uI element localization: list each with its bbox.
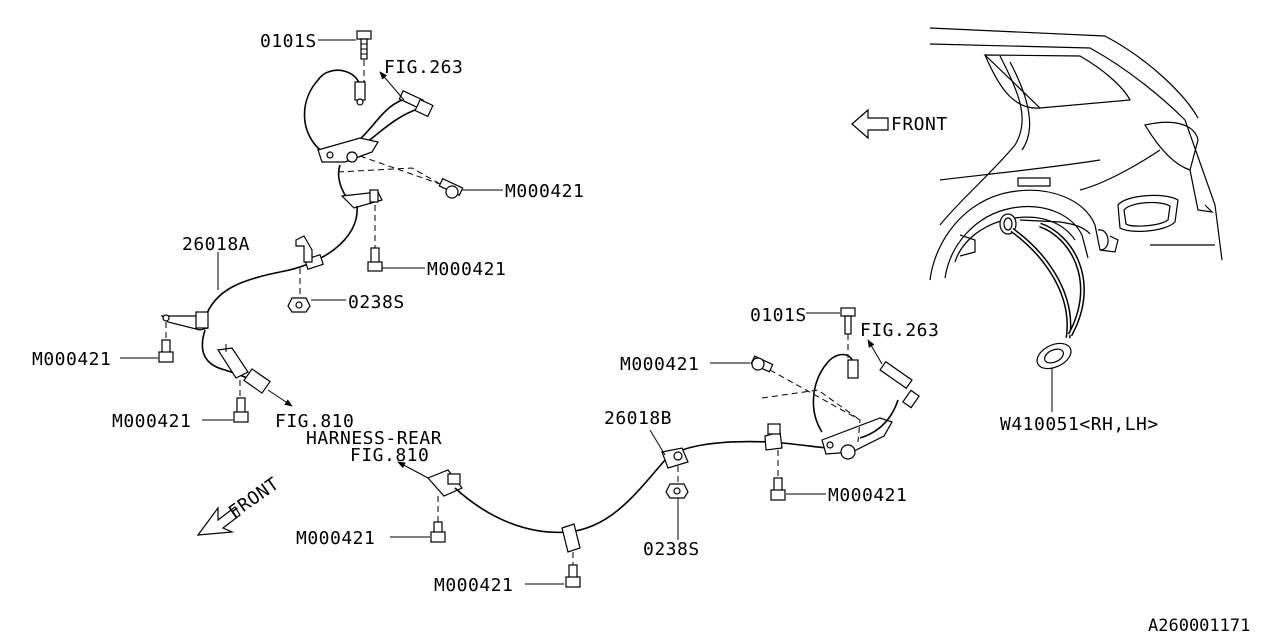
bolt-m000421-left-low-icon (233, 397, 249, 423)
label-26018b: 26018B (604, 408, 672, 429)
label-fig263-top: FIG.263 (384, 57, 463, 78)
label-fig263-right: FIG.263 (860, 320, 939, 341)
upper-sensor-assembly (120, 30, 503, 423)
bolt-m000421-right-bottom-icon (770, 477, 786, 501)
label-front-upper: FRONT (891, 114, 948, 135)
label-w410051: W410051<RH,LH> (1000, 414, 1159, 435)
diagram-id: A260001171 (1148, 616, 1250, 636)
label-m000421-right-bottom: M000421 (828, 485, 907, 506)
bolt-m000421-left-icon (158, 339, 174, 363)
grommet-w410051-icon (1036, 342, 1072, 370)
bolt-m000421-upper-right-icon (438, 177, 464, 199)
bolt-m000421-bottom-left-icon (430, 521, 446, 543)
vehicle-rear-quarter (851, 27, 1223, 412)
bolt-m000421-bottom-icon (565, 564, 581, 588)
label-front-lower: FRONT (225, 473, 283, 523)
label-fig810-left: FIG.810 (275, 411, 354, 432)
label-0101s-top: 0101S (260, 31, 317, 52)
label-0238s-right: 0238S (643, 539, 700, 560)
label-m000421-mid: M000421 (427, 259, 506, 280)
bolt-0101s-right-icon (840, 307, 856, 335)
nut-0238s-right-icon (665, 483, 689, 499)
label-harness-rear: HARNESS-REAR (306, 428, 442, 449)
label-m000421-bottom: M000421 (434, 575, 513, 596)
label-0101s-right: 0101S (750, 305, 807, 326)
bolt-m000421-mid-icon (367, 247, 383, 272)
label-fig810-center: FIG.810 (350, 445, 429, 466)
label-m000421-bottom-left: M000421 (296, 528, 375, 549)
label-m000421-right-top: M000421 (620, 354, 699, 375)
label-m000421-left: M000421 (32, 349, 111, 370)
lower-sensor-assembly (196, 307, 920, 588)
label-26018a: 26018A (182, 234, 250, 255)
front-arrow-lower-icon (196, 506, 241, 536)
nut-0238s-left-icon (287, 297, 311, 313)
label-0238s-left: 0238S (348, 292, 405, 313)
label-m000421-left-low: M000421 (112, 411, 191, 432)
front-arrow-upper-icon (851, 108, 889, 140)
bolt-m000421-right-top-icon (750, 355, 774, 373)
label-m000421-upper-right: M000421 (505, 181, 584, 202)
bolt-0101s-top-icon (356, 30, 372, 60)
